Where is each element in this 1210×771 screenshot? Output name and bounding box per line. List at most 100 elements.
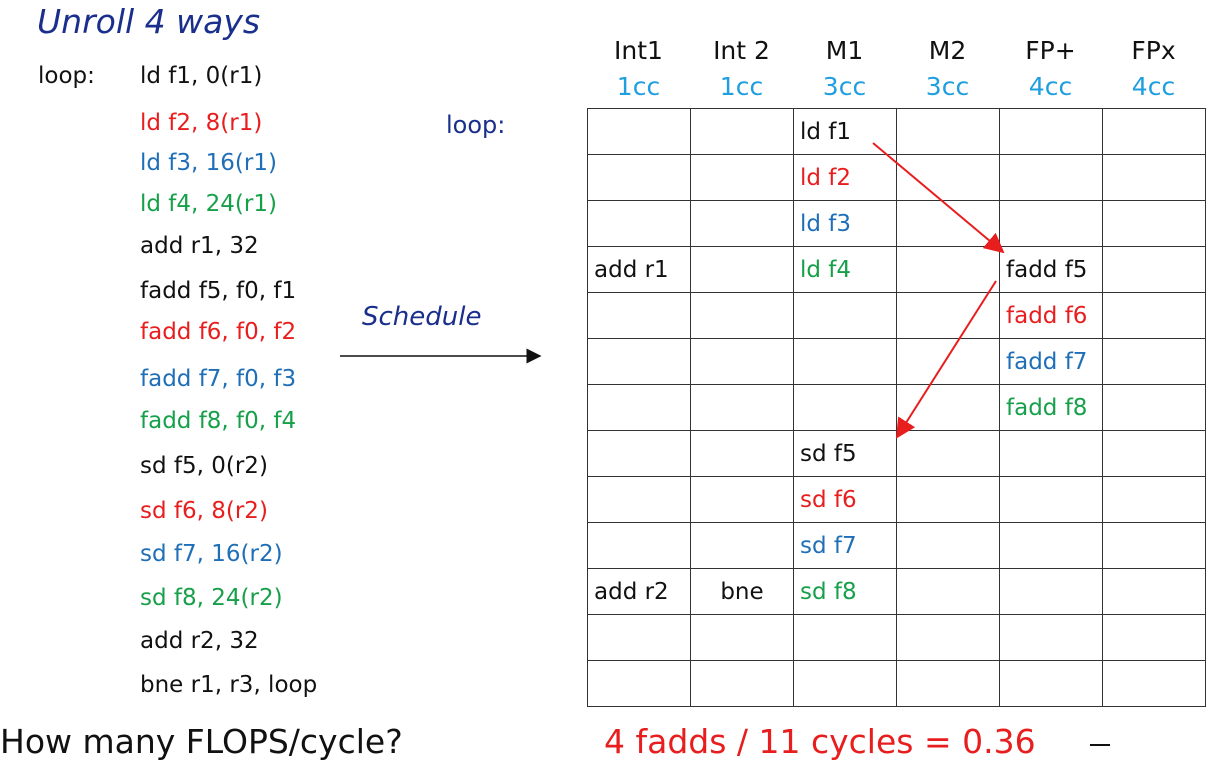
column-latency: 4cc [1131, 72, 1176, 101]
table-cell [896, 568, 1000, 615]
table-cell [690, 246, 794, 293]
table-cell [999, 568, 1103, 615]
table-row: fadd f7 [587, 338, 1206, 385]
table-cell [793, 660, 897, 707]
table-cell [1102, 246, 1206, 293]
table-cell [896, 476, 1000, 523]
code-line: fadd f7, f0, f3 [140, 366, 297, 392]
table-cell [999, 430, 1103, 477]
table-cell [587, 200, 691, 247]
code-line: ld f2, 8(r1) [140, 110, 263, 136]
column-header: FP+ [1025, 36, 1076, 65]
cell-text: sd f7 [800, 532, 857, 559]
table-row: sd f7 [587, 522, 1206, 569]
table-row: sd f5 [587, 430, 1206, 477]
table-cell: ld f3 [793, 200, 897, 247]
table-cell: sd f6 [793, 476, 897, 523]
cell-text: ld f2 [800, 164, 852, 191]
slide-title: Unroll 4 ways [37, 2, 261, 41]
table-cell: fadd f8 [999, 384, 1103, 431]
cell-text: add r1 [594, 256, 669, 283]
table-cell [999, 660, 1103, 707]
column-latency: 1cc [616, 72, 661, 101]
cell-text: ld f3 [800, 210, 852, 237]
table-row: ld f3 [587, 200, 1206, 247]
column-latency: 3cc [925, 72, 970, 101]
cell-text: bne [720, 578, 764, 605]
code-line: fadd f5, f0, f1 [140, 278, 297, 304]
table-cell [999, 476, 1103, 523]
table-cell [690, 154, 794, 201]
table-cell: bne [690, 568, 794, 615]
code-line: bne r1, r3, loop [140, 672, 318, 698]
column-latency: 1cc [719, 72, 764, 101]
table-cell [999, 108, 1103, 155]
cell-text: sd f8 [800, 578, 857, 605]
table-cell [999, 522, 1103, 569]
table-row: add r2 bne sd f8 [587, 568, 1206, 615]
answer-text: 4 fadds / 11 cycles = 0.36 [604, 722, 1036, 761]
table-cell [1102, 476, 1206, 523]
code-loop-label: loop: [38, 63, 95, 89]
table-cell [587, 660, 691, 707]
cell-text: add r2 [594, 578, 669, 605]
cell-text: fadd f6 [1006, 302, 1088, 329]
code-line: ld f1, 0(r1) [140, 63, 263, 89]
schedule-label: Schedule [362, 302, 482, 332]
table-cell [1102, 200, 1206, 247]
dependency-arrow-ld-to-fadd [872, 142, 1005, 254]
table-cell [1102, 568, 1206, 615]
code-line: fadd f8, f0, f4 [140, 408, 297, 434]
table-loop-label: loop: [446, 111, 506, 139]
table-row [587, 660, 1206, 707]
table-row: add r1 ld f4 fadd f5 [587, 246, 1206, 293]
table-cell [896, 660, 1000, 707]
table-cell [896, 292, 1000, 339]
table-cell [793, 614, 897, 661]
table-cell [896, 614, 1000, 661]
cell-text: fadd f5 [1006, 256, 1088, 283]
code-line: sd f8, 24(r2) [140, 585, 283, 611]
table-cell [587, 430, 691, 477]
code-line: add r2, 32 [140, 628, 259, 654]
table-cell: ld f1 [793, 108, 897, 155]
table-cell: add r2 [587, 568, 691, 615]
table-cell [896, 522, 1000, 569]
column-header: M2 [928, 36, 967, 65]
table-row: ld f2 [587, 154, 1206, 201]
cell-text: sd f5 [800, 440, 857, 467]
column-header: Int 2 [713, 36, 770, 65]
table-cell [999, 200, 1103, 247]
table-cell [896, 338, 1000, 385]
table-cell [896, 200, 1000, 247]
dependency-arrow-fadd-to-sd [895, 280, 997, 439]
cell-text: fadd f8 [1006, 394, 1088, 421]
table-cell: fadd f7 [999, 338, 1103, 385]
schedule-table: ld f1 ld f2 ld f3 add r1 ld f4 fadd f5 fadd f6… [587, 108, 1206, 707]
table-cell [690, 338, 794, 385]
table-cell: fadd f5 [999, 246, 1103, 293]
code-line: ld f4, 24(r1) [140, 191, 277, 217]
table-cell [690, 384, 794, 431]
table-cell [1102, 384, 1206, 431]
question-text: How many FLOPS/cycle? [0, 722, 403, 761]
column-header: Int1 [614, 36, 663, 65]
code-line: add r1, 32 [140, 233, 259, 259]
cell-text: sd f6 [800, 486, 857, 513]
table-cell [1102, 154, 1206, 201]
column-header: M1 [825, 36, 864, 65]
table-cell [1102, 430, 1206, 477]
table-cell [690, 200, 794, 247]
code-line: fadd f6, f0, f2 [140, 319, 297, 345]
table-row: sd f6 [587, 476, 1206, 523]
code-line: sd f6, 8(r2) [140, 498, 268, 524]
table-cell [1102, 660, 1206, 707]
column-latency: 4cc [1028, 72, 1073, 101]
table-cell [587, 338, 691, 385]
table-cell [1102, 338, 1206, 385]
table-cell: fadd f6 [999, 292, 1103, 339]
table-cell: ld f4 [793, 246, 897, 293]
table-cell [690, 292, 794, 339]
code-line: sd f7, 16(r2) [140, 541, 283, 567]
cell-text: ld f4 [800, 256, 852, 283]
